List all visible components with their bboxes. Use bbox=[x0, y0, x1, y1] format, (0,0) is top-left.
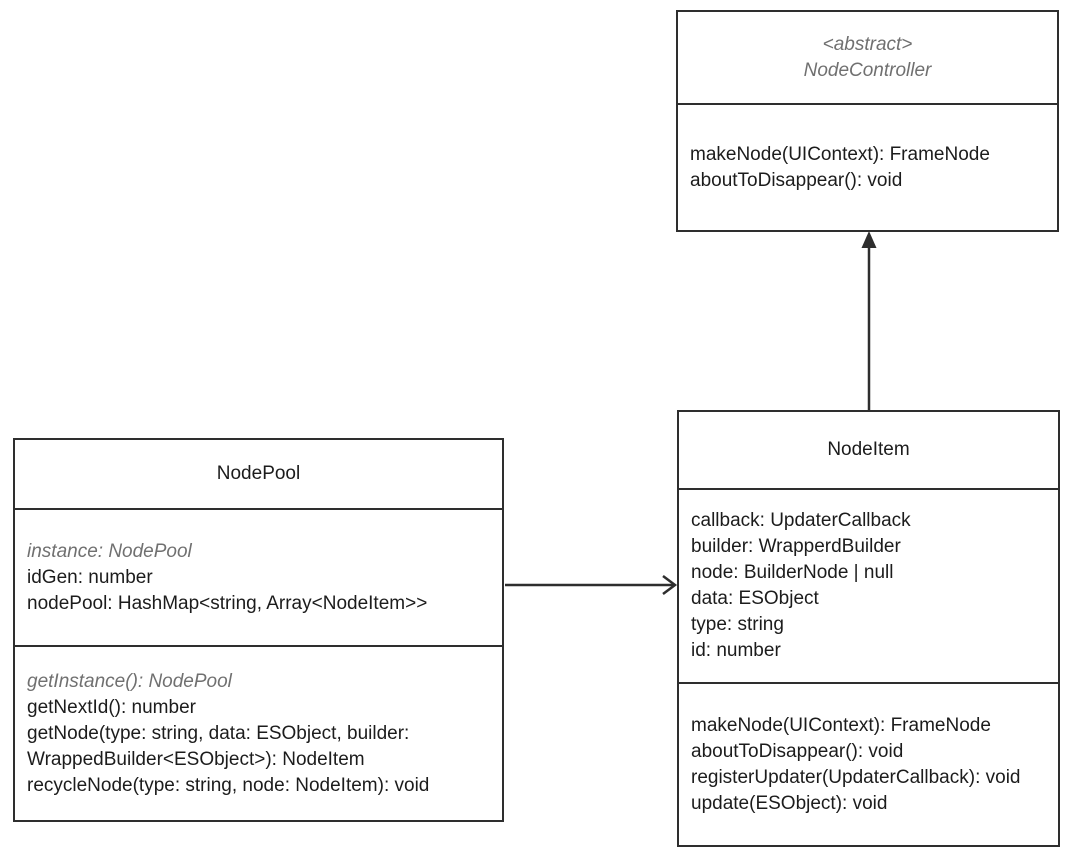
nodecontroller-title-section: <abstract> NodeController bbox=[678, 12, 1057, 103]
uml-attribute: node: BuilderNode | null bbox=[691, 562, 894, 583]
uml-method: makeNode(UIContext): FrameNode bbox=[690, 143, 990, 165]
uml-attribute: builder: WrapperdBuilder bbox=[691, 536, 901, 557]
uml-attribute: nodePool: HashMap<string, Array<NodeItem… bbox=[27, 592, 428, 614]
class-box-nodeitem: NodeItem callback: UpdaterCallback build… bbox=[677, 410, 1060, 847]
uml-method: update(ESObject): void bbox=[691, 792, 888, 814]
inheritance-arrow-nodeitem-to-nodecontroller bbox=[861, 231, 877, 410]
uml-attribute: callback: UpdaterCallback bbox=[691, 510, 911, 531]
uml-method: getNode(type: string, data: ESObject, bu… bbox=[27, 722, 410, 770]
nodecontroller-stereotype: <abstract> bbox=[822, 33, 913, 55]
nodeitem-class-name: NodeItem bbox=[827, 439, 910, 460]
uml-static-attribute: instance: NodePool bbox=[27, 540, 192, 562]
uml-attribute: idGen: number bbox=[27, 566, 153, 588]
nodepool-title-section: NodePool bbox=[15, 440, 502, 508]
uml-attribute: data: ESObject bbox=[691, 588, 819, 609]
nodeitem-methods-section: makeNode(UIContext): FrameNode aboutToDi… bbox=[679, 682, 1058, 845]
uml-attribute: id: number bbox=[691, 640, 781, 661]
uml-method: recycleNode(type: string, node: NodeItem… bbox=[27, 774, 430, 796]
nodecontroller-methods-section: makeNode(UIContext): FrameNode aboutToDi… bbox=[678, 103, 1057, 230]
nodeitem-attributes-section: callback: UpdaterCallback builder: Wrapp… bbox=[679, 488, 1058, 682]
uml-method: aboutToDisappear(): void bbox=[690, 169, 903, 191]
uml-method: getNextId(): number bbox=[27, 696, 196, 718]
class-box-nodecontroller: <abstract> NodeController makeNode(UICon… bbox=[676, 10, 1059, 232]
uml-method: registerUpdater(UpdaterCallback): void bbox=[691, 766, 1021, 788]
uml-static-method: getInstance(): NodePool bbox=[27, 670, 232, 692]
nodepool-methods-section: getInstance(): NodePool getNextId(): num… bbox=[15, 645, 502, 820]
uml-method: aboutToDisappear(): void bbox=[691, 740, 904, 762]
nodepool-class-name: NodePool bbox=[216, 463, 301, 484]
uml-attribute: type: string bbox=[691, 614, 784, 635]
association-arrow-nodepool-to-nodeitem bbox=[505, 575, 678, 595]
uml-method: makeNode(UIContext): FrameNode bbox=[691, 714, 991, 736]
nodepool-attributes-section: instance: NodePool idGen: number nodePoo… bbox=[15, 508, 502, 645]
nodecontroller-class-name: NodeController bbox=[803, 59, 932, 81]
class-box-nodepool: NodePool instance: NodePool idGen: numbe… bbox=[13, 438, 504, 822]
nodeitem-title-section: NodeItem bbox=[679, 412, 1058, 488]
